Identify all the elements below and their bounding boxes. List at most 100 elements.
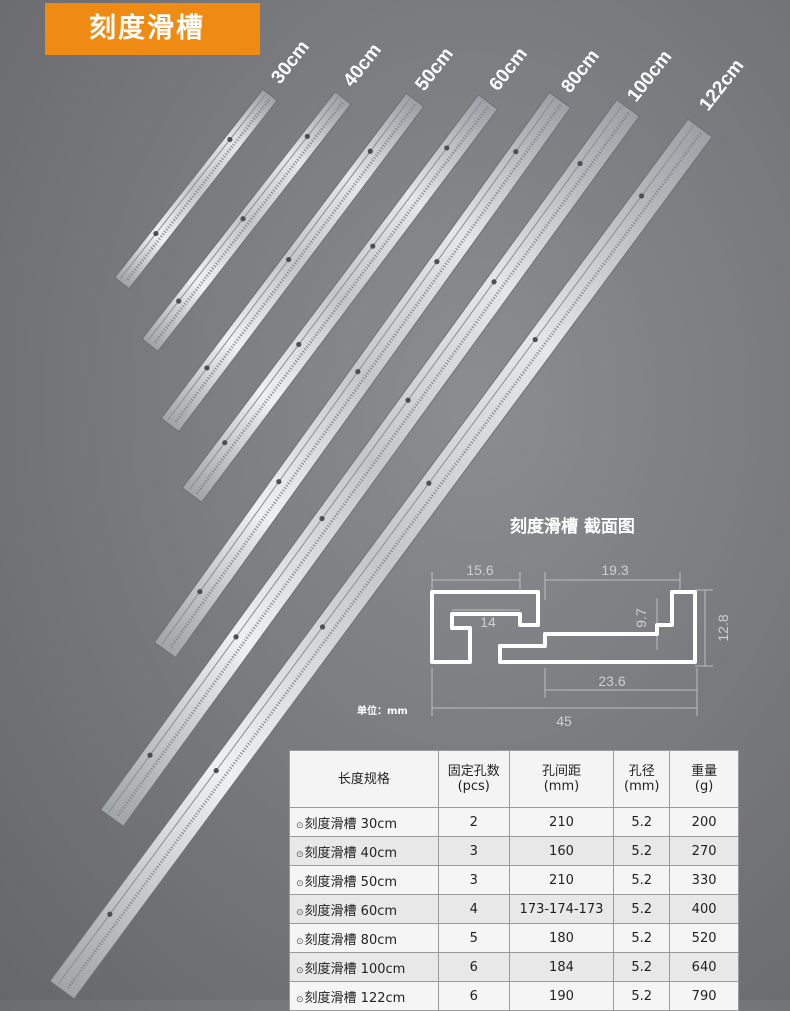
mounting-hole — [370, 243, 376, 249]
dim-23-6: 23.6 — [598, 673, 625, 689]
cell-weight: 270 — [669, 836, 739, 866]
mounting-hole — [532, 336, 538, 343]
product-name: 刻度滑槽 50cm — [304, 874, 398, 890]
cell-weight: 400 — [669, 894, 739, 924]
cell-dia: 5.2 — [613, 952, 671, 982]
rail-scale — [66, 132, 702, 990]
product-name: 刻度滑槽 30cm — [304, 816, 398, 832]
rail-4 — [181, 94, 499, 503]
rail-scale — [115, 112, 630, 818]
rail-6 — [99, 99, 641, 827]
cross-section-title: 刻度滑槽 截面图 — [510, 517, 635, 537]
mounting-hole — [434, 259, 440, 265]
rail-profile-outline — [430, 590, 697, 664]
header-cell: 重量(g) — [669, 750, 739, 808]
header-label: 孔径 — [628, 764, 655, 779]
cell-dia: 5.2 — [613, 923, 671, 953]
cell-holes: 4 — [437, 894, 510, 924]
cell-dia: 5.2 — [613, 981, 671, 1011]
mounting-hole — [204, 365, 210, 371]
header-label: 长度规格 — [337, 771, 390, 787]
rail-groove — [188, 100, 483, 491]
cell-spacing: 210 — [508, 865, 615, 895]
product-name: 刻度滑槽 80cm — [304, 932, 398, 948]
spec-table: 长度规格固定孔数(pcs)孔间距(mm)孔径(mm)重量(g) ⊙刻度滑槽 30… — [289, 750, 739, 1011]
mounting-hole — [426, 480, 432, 486]
mounting-hole — [444, 145, 450, 151]
mounting-hole — [176, 298, 182, 304]
rail-groove — [57, 125, 694, 985]
header-unit: (pcs) — [457, 779, 490, 794]
mounting-hole — [153, 230, 159, 237]
mounting-hole — [276, 479, 282, 485]
cell-dia: 5.2 — [613, 807, 671, 837]
header-unit: (mm) — [543, 779, 580, 794]
mounting-hole — [286, 256, 292, 263]
header-label: 孔间距 — [541, 764, 581, 779]
product-name: 刻度滑槽 60cm — [304, 903, 398, 919]
header-unit: (mm) — [624, 779, 660, 794]
cell-weight: 330 — [669, 865, 739, 895]
header-cell: 固定孔数(pcs) — [437, 750, 510, 808]
cell-holes: 2 — [437, 807, 510, 837]
mounting-hole — [240, 216, 246, 222]
cell-name: ⊙刻度滑槽 122cm — [289, 981, 439, 1011]
cell-name: ⊙刻度滑槽 40cm — [289, 836, 439, 866]
rail-body — [160, 92, 425, 433]
header-cell: 孔径(mm) — [613, 750, 671, 808]
mounting-hole — [213, 767, 219, 774]
bullet-icon: ⊙ — [296, 820, 304, 831]
rail-scale — [124, 98, 271, 283]
mounting-hole — [405, 397, 411, 403]
cell-spacing: 180 — [508, 923, 615, 953]
mounting-hole — [233, 634, 239, 640]
cell-dia: 5.2 — [613, 836, 671, 866]
mounting-hole — [222, 440, 228, 446]
mounting-hole — [147, 752, 153, 758]
mounting-hole — [638, 193, 645, 199]
cell-weight: 790 — [669, 981, 739, 1011]
cell-spacing: 190 — [508, 981, 615, 1011]
rail-body — [99, 99, 641, 827]
header-label: 固定孔数 — [447, 764, 500, 779]
cell-holes: 5 — [437, 923, 510, 953]
dim-19-3: 19.3 — [601, 562, 628, 578]
cell-dia: 5.2 — [613, 865, 671, 895]
dim-9-7: 9.7 — [633, 608, 649, 628]
cell-name: ⊙刻度滑槽 30cm — [289, 807, 439, 837]
mounting-hole — [107, 911, 113, 917]
unit-label: 单位：mm — [357, 706, 408, 717]
rail-2 — [141, 91, 352, 352]
bullet-icon: ⊙ — [296, 965, 304, 976]
rail-5 — [153, 91, 572, 659]
rail-1 — [114, 88, 278, 290]
dim-14: 14 — [480, 614, 496, 630]
cell-spacing: 184 — [508, 952, 615, 982]
rail-scale — [173, 103, 416, 425]
cell-holes: 6 — [437, 952, 510, 982]
cell-name: ⊙刻度滑槽 100cm — [289, 952, 439, 982]
dim-45: 45 — [556, 713, 572, 729]
rail-3 — [160, 92, 425, 433]
rail-body — [49, 118, 713, 1000]
header-unit: (g) — [694, 779, 714, 794]
bullet-icon: ⊙ — [296, 878, 304, 889]
header-cell: 孔间距(mm) — [508, 750, 615, 808]
cell-spacing: 210 — [508, 807, 615, 837]
bullet-icon: ⊙ — [296, 936, 304, 947]
dim-12-8: 12.8 — [715, 614, 731, 641]
cell-holes: 6 — [437, 981, 510, 1011]
mounting-hole — [319, 624, 326, 630]
mounting-hole — [491, 279, 497, 285]
mounting-hole — [304, 133, 310, 140]
bullet-icon: ⊙ — [296, 849, 304, 860]
header-cell: 长度规格 — [289, 750, 439, 808]
rail-groove — [119, 93, 267, 280]
